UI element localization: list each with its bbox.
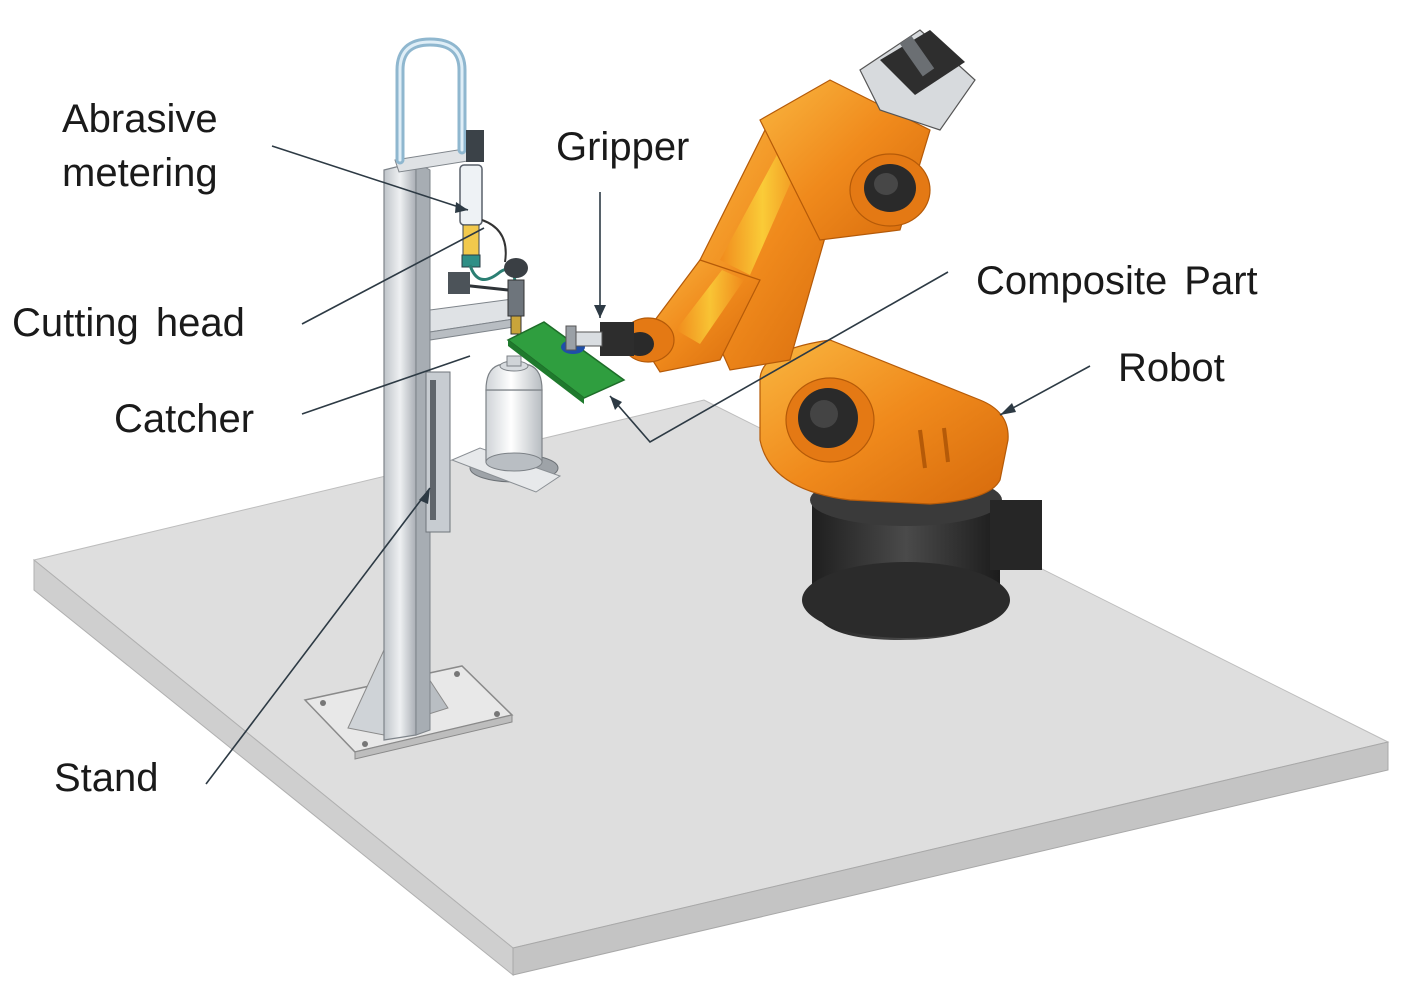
leader-stand	[205, 487, 431, 785]
label-gripper: Gripper	[556, 125, 690, 169]
platform-top	[32, 399, 1390, 949]
leader-composite	[609, 271, 949, 444]
gripper	[565, 322, 634, 356]
stand-pole	[383, 37, 521, 741]
leader-catcher	[301, 355, 471, 415]
label-catcher: Catcher	[114, 397, 255, 441]
catcher	[450, 355, 562, 493]
platform	[32, 399, 1390, 977]
arrowheads	[419, 202, 1016, 504]
cutting-head	[448, 258, 528, 335]
leader-robot	[999, 365, 1091, 416]
label-stand: Stand	[54, 756, 159, 800]
label-robot: Robot	[1118, 346, 1225, 390]
leader-cutting	[301, 227, 485, 325]
leader-lines	[205, 145, 1091, 785]
platform-right-edge	[512, 741, 1389, 976]
label-cutting-head: Cutting head	[12, 301, 245, 345]
leader-abrasive	[271, 145, 469, 211]
label-composite-part: Composite Part	[976, 259, 1258, 303]
label-abrasive-metering: Abrasive metering	[62, 97, 218, 195]
robot	[621, 29, 1042, 640]
